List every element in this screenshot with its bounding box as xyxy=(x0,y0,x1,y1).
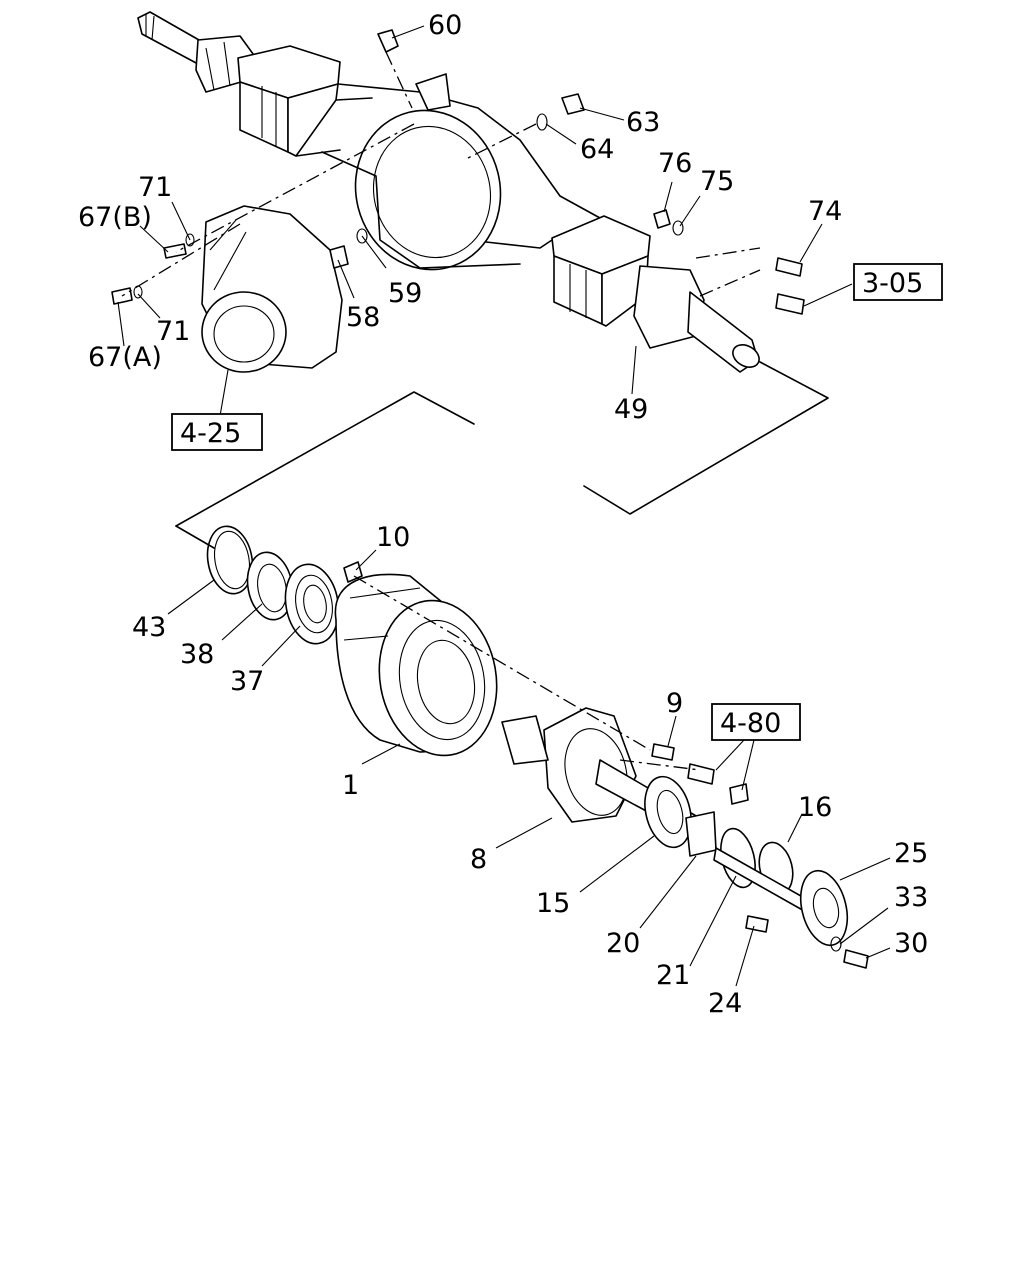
callout-16: 16 xyxy=(798,792,832,823)
callout-24: 24 xyxy=(708,988,742,1019)
callout-33: 33 xyxy=(894,882,928,913)
callout-67-b: 67(B) xyxy=(78,202,152,233)
retainer-20 xyxy=(685,811,717,857)
callout-60: 60 xyxy=(428,10,462,41)
callout-76: 76 xyxy=(658,148,692,179)
callout-8: 8 xyxy=(470,844,487,875)
leader-lines xyxy=(117,25,891,987)
reference-box-3-05[interactable]: 3-05 xyxy=(853,263,943,301)
callout-75: 75 xyxy=(700,166,734,197)
callout-71-upper: 71 xyxy=(138,172,172,203)
callout-37: 37 xyxy=(230,666,264,697)
callout-30: 30 xyxy=(894,928,928,959)
snap-ring-43 xyxy=(206,525,254,595)
callout-20: 20 xyxy=(606,928,640,959)
callout-74: 74 xyxy=(808,196,842,227)
reference-label-3-05: 3-05 xyxy=(862,268,923,299)
axle-shaft-25 xyxy=(713,847,849,947)
callout-58: 58 xyxy=(346,302,380,333)
reference-box-4-25[interactable]: 4-25 xyxy=(171,413,263,451)
brake-drum-1 xyxy=(334,573,498,757)
callout-64: 64 xyxy=(580,134,614,165)
callout-67-a: 67(A) xyxy=(88,342,162,373)
bearing-15 xyxy=(644,775,692,849)
callout-59: 59 xyxy=(388,278,422,309)
callout-9: 9 xyxy=(666,688,683,719)
reference-label-4-25: 4-25 xyxy=(180,418,241,449)
reference-outline xyxy=(175,361,829,549)
callout-43: 43 xyxy=(132,612,166,643)
callout-25: 25 xyxy=(894,838,928,869)
center-lines xyxy=(121,51,761,771)
reference-label-4-80: 4-80 xyxy=(720,708,781,739)
callout-71-lower: 71 xyxy=(156,316,190,347)
callout-1: 1 xyxy=(342,770,359,801)
differential-carrier-cover xyxy=(201,205,343,373)
callout-63: 63 xyxy=(626,107,660,138)
callout-15: 15 xyxy=(536,888,570,919)
callout-38: 38 xyxy=(180,639,214,670)
reference-box-4-80[interactable]: 4-80 xyxy=(711,703,801,741)
axle-housing xyxy=(137,11,760,373)
callout-10: 10 xyxy=(376,522,410,553)
callout-21: 21 xyxy=(656,960,690,991)
callout-49: 49 xyxy=(614,394,648,425)
